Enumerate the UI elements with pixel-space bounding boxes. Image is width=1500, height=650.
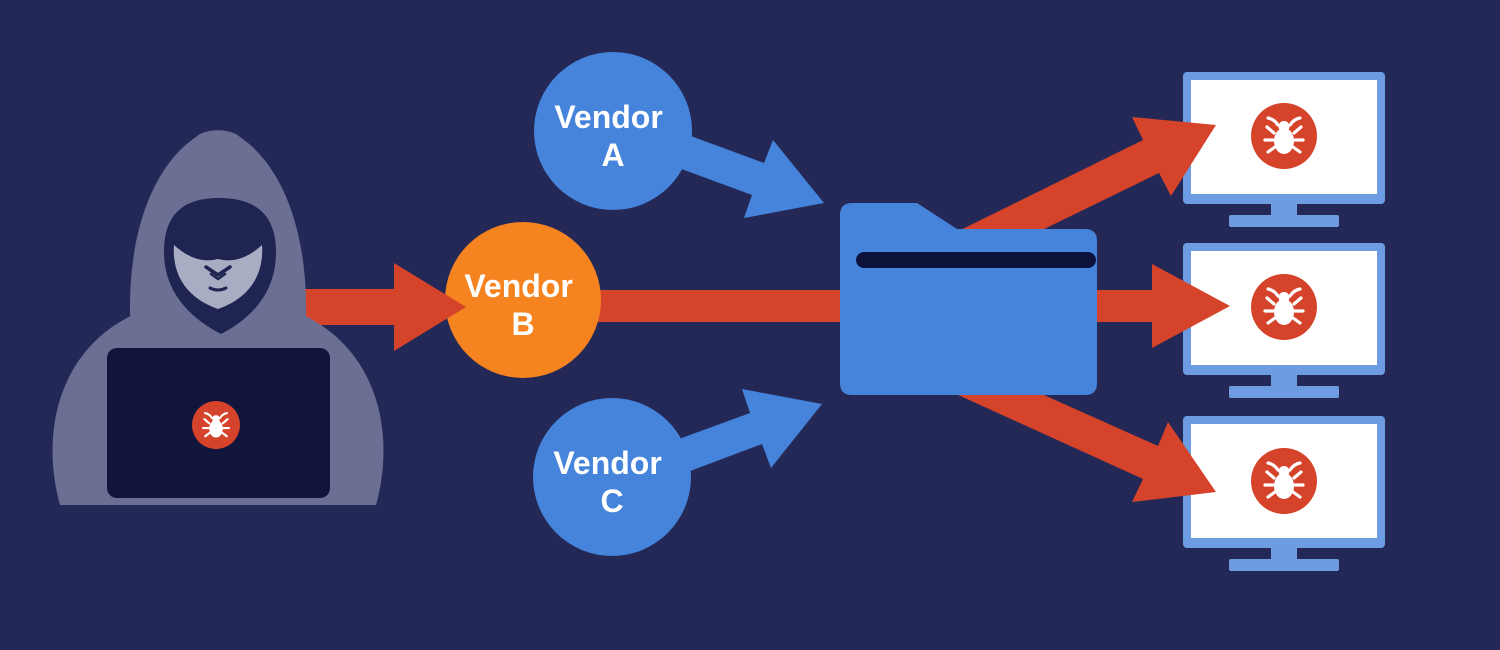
arrow-hacker-to-vendor-b [220,263,466,351]
folder-icon [840,203,1097,395]
repository-folder [840,203,1097,395]
vendor-b-circle [445,222,601,378]
vendor-c-node: Vendor C [533,398,691,556]
monitor-stand-neck [1271,204,1297,218]
face-mouth-mark [208,286,228,292]
arrow-vendor-c-to-folder [649,389,822,482]
vendor-a-label-line1: Vendor [554,99,662,135]
vendor-a-node: Vendor A [534,52,692,210]
hacker-face-marks [204,265,232,292]
vendor-c-label: Vendor C [553,445,670,519]
vendor-b-label-line2: B [511,306,534,342]
vendor-b-label: Vendor B [464,268,581,342]
vendor-c-label-line2: C [600,483,623,519]
monitor-stand-base [1229,386,1339,398]
monitor-stand-neck [1271,375,1297,389]
vendor-c-circle [533,398,691,556]
face-nose-mark-2 [209,272,227,281]
vendor-a-label-line2: A [601,137,624,173]
vendor-b-node: Vendor B [445,222,601,378]
arrow-vendor-a-to-folder [649,125,824,218]
monitor-stand-neck [1271,548,1297,562]
hacker-face [173,245,263,309]
face-nose-mark [204,265,232,277]
vendor-c-label-line1: Vendor [553,445,661,481]
hacker-figure [52,130,384,505]
computer-1 [1183,72,1385,227]
monitor-stand-base [1229,559,1339,571]
monitor-stand-base [1229,215,1339,227]
folder-slot [856,252,1096,268]
computer-2 [1183,243,1385,398]
vendor-a-circle [534,52,692,210]
vendor-a-label: Vendor A [554,99,671,173]
vendor-b-label-line1: Vendor [464,268,572,304]
computer-3 [1183,416,1385,571]
